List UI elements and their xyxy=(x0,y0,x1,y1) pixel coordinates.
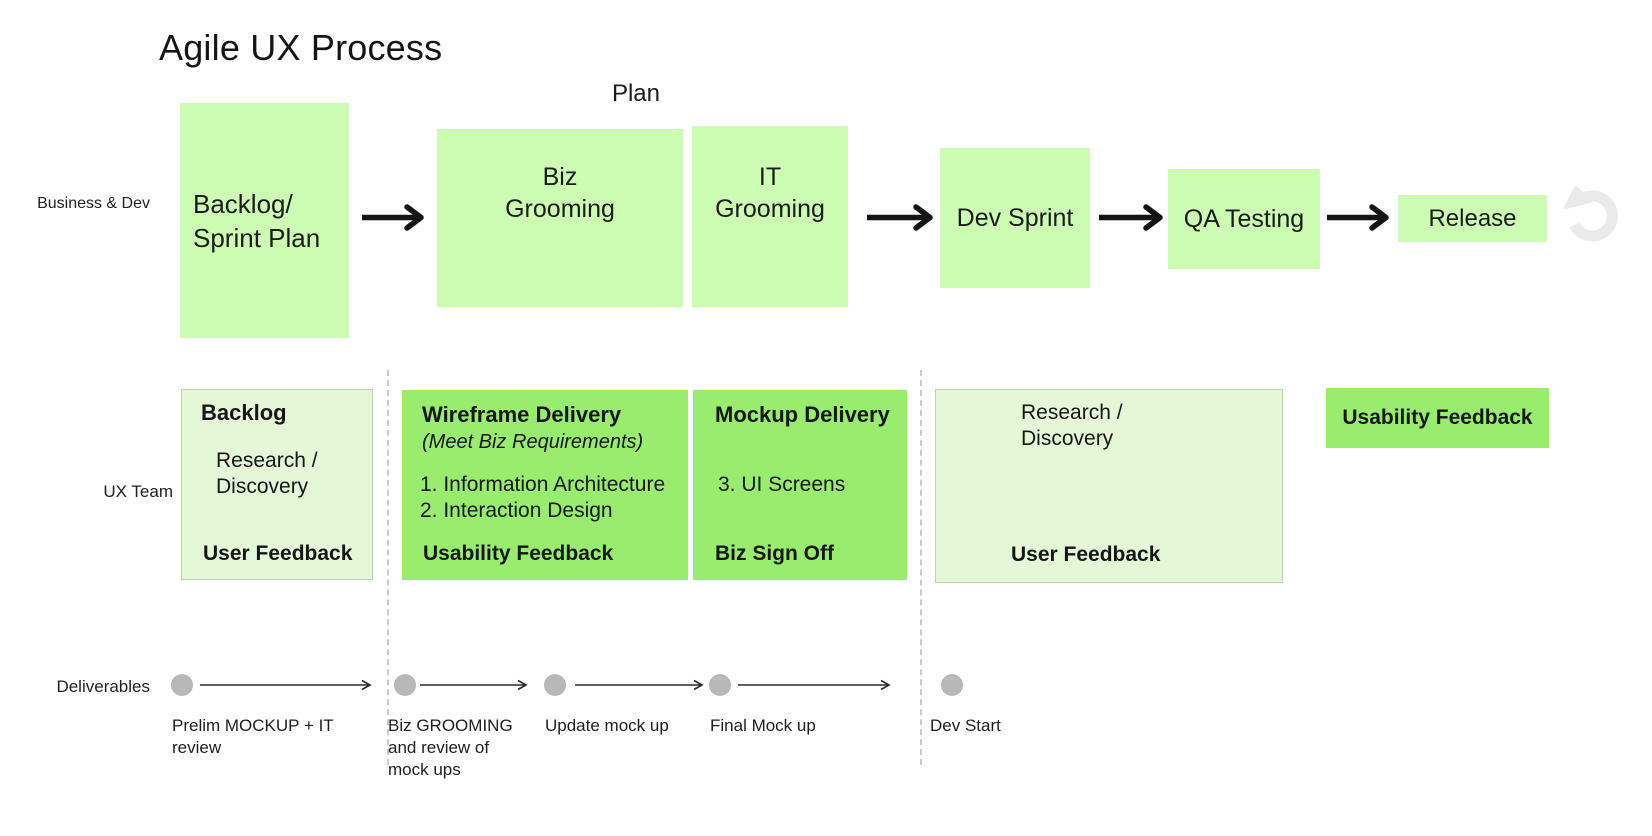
page-title: Agile UX Process xyxy=(159,27,443,68)
ux-box-wireframe-delivery: Wireframe Delivery (Meet Biz Requirement… xyxy=(402,390,688,580)
milestone-dot-1 xyxy=(171,674,193,696)
milestone-label-dev-start: Dev Start xyxy=(930,716,1001,735)
loop-refresh-icon xyxy=(1560,184,1626,250)
ux-usability-label: Usability Feedback xyxy=(1342,406,1533,429)
arrow-qa-to-release xyxy=(1327,204,1389,231)
milestone-label-prelim-mockup: Prelim MOCKUP + IT review xyxy=(172,716,334,757)
ux-wireframe-title: Wireframe Delivery xyxy=(422,402,622,427)
flow-box-it-grooming: IT Grooming xyxy=(692,126,848,307)
milestone-label-update-mockup: Update mock up xyxy=(545,716,669,735)
milestone-dot-5 xyxy=(941,674,963,696)
ux-backlog-footer: User Feedback xyxy=(203,542,353,565)
timeline-arrow-4 xyxy=(738,679,891,691)
ux-box-usability-feedback: Usability Feedback xyxy=(1326,388,1549,448)
ux-research-body: Research / Discovery xyxy=(1021,401,1123,450)
arrow-backlog-to-biz xyxy=(362,204,424,231)
ux-wireframe-items: 1. Information Architecture 2. Interacti… xyxy=(420,473,666,522)
timeline-arrow-3 xyxy=(575,679,704,691)
flow-box-biz-grooming: Biz Grooming xyxy=(437,129,683,307)
ux-box-mockup-delivery: Mockup Delivery 3. UI Screens Biz Sign O… xyxy=(693,390,907,580)
milestone-dot-2 xyxy=(394,674,416,696)
row-label-business-dev: Business & Dev xyxy=(37,195,150,212)
arrow-it-to-dev xyxy=(867,204,933,231)
flow-box-release: Release xyxy=(1398,195,1547,242)
ux-research-footer: User Feedback xyxy=(1011,543,1161,566)
row-label-ux-team: UX Team xyxy=(103,482,173,501)
timeline-arrow-2 xyxy=(420,679,528,691)
phase-label-plan: Plan xyxy=(611,80,661,107)
ux-backlog-body: Research / Discovery xyxy=(216,449,318,498)
milestone-dot-3 xyxy=(544,674,566,696)
ux-mockup-footer: Biz Sign Off xyxy=(715,542,834,565)
timeline-arrow-1 xyxy=(200,679,372,691)
flow-box-qa-testing: QA Testing xyxy=(1168,169,1320,269)
ux-backlog-title: Backlog xyxy=(201,400,287,425)
milestone-label-final-mockup: Final Mock up xyxy=(710,716,816,735)
flow-box-dev-sprint: Dev Sprint xyxy=(940,148,1090,288)
dashed-separator-1 xyxy=(387,370,389,765)
ux-box-backlog: Backlog Research / Discovery User Feedba… xyxy=(181,389,373,580)
ux-mockup-title: Mockup Delivery xyxy=(715,402,890,427)
milestone-dot-4 xyxy=(709,674,731,696)
ux-wireframe-subtitle: (Meet Biz Requirements) xyxy=(422,431,644,453)
milestone-label-biz-grooming: Biz GROOMING and review of mock ups xyxy=(388,716,513,779)
ux-wireframe-footer: Usability Feedback xyxy=(423,542,614,565)
arrow-dev-to-qa xyxy=(1099,204,1163,231)
ux-mockup-items: 3. UI Screens xyxy=(718,473,846,496)
row-label-deliverables: Deliverables xyxy=(56,677,150,696)
flow-box-backlog-sprint-plan: Backlog/ Sprint Plan xyxy=(180,103,349,338)
ux-box-research-discovery: Research / Discovery User Feedback xyxy=(935,389,1283,583)
dashed-separator-2 xyxy=(920,370,922,765)
